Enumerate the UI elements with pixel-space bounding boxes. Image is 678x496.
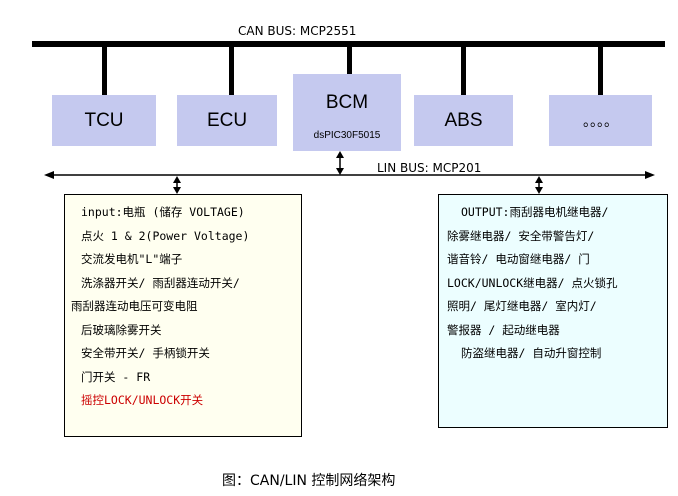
input-panel: input:电瓶 (储存 VOLTAGE) 点火 1 & 2(Power Vol… xyxy=(64,194,302,437)
can-bus-label: CAN BUS: MCP2551 xyxy=(238,24,357,38)
lin-bus-arrow-right xyxy=(645,171,655,179)
bcm-chip-label: dsPIC30F5015 xyxy=(313,130,381,141)
other-nodes-label: 。。。。 xyxy=(583,112,618,129)
abs-node: ABS xyxy=(414,95,513,146)
input-lin-arrow-down xyxy=(173,187,181,194)
output-line: OUTPUT:雨刮器电机继电器/ xyxy=(461,205,609,219)
tcu-can-stub xyxy=(102,46,107,95)
input-line: 洗涤器开关/ 雨刮器连动开关/ xyxy=(81,275,240,290)
other-can-stub xyxy=(598,46,603,95)
input-line: 点火 1 & 2(Power Voltage) xyxy=(81,228,250,243)
abs-can-stub xyxy=(461,46,466,95)
can-bus-line xyxy=(32,41,665,47)
ecu-can-stub xyxy=(229,46,234,95)
bcm-lin-arrow-down xyxy=(336,168,344,175)
abs-label: ABS xyxy=(444,109,483,131)
output-line: LOCK/UNLOCK继电器/ 点火锁孔 xyxy=(447,275,618,290)
tcu-node: TCU xyxy=(52,95,156,146)
lin-bus-arrow-left xyxy=(44,171,54,179)
bcm-lin-arrow-up xyxy=(336,151,344,158)
ecu-node: ECU xyxy=(177,95,277,146)
output-line: 防盗继电器/ 自动升窗控制 xyxy=(461,346,602,360)
input-line: 雨刮器连动电压可变电阻 xyxy=(71,299,198,313)
output-line: 警报器 / 起动继电器 xyxy=(447,322,560,337)
diagram-caption: 图：CAN/LIN 控制网络架构 xyxy=(222,473,396,489)
input-line: 门开关 - FR xyxy=(81,369,151,384)
input-line-highlight: 摇控LOCK/UNLOCK开关 xyxy=(81,393,204,407)
input-line: 安全带开关/ 手柄锁开关 xyxy=(81,346,210,360)
output-lin-arrow-up xyxy=(535,176,543,183)
input-line: 后玻璃除雾开关 xyxy=(81,322,162,337)
output-line: 除雾继电器/ 安全带警告灯/ xyxy=(447,228,595,243)
bcm-node: BCM dsPIC30F5015 xyxy=(293,74,401,151)
ecu-label: ECU xyxy=(206,109,248,131)
input-lin-arrow-up xyxy=(173,176,181,183)
tcu-label: TCU xyxy=(84,109,124,131)
output-line: 照明/ 尾灯继电器/ 室内灯/ xyxy=(447,299,597,313)
output-panel: OUTPUT:雨刮器电机继电器/ 除雾继电器/ 安全带警告灯/ 谐音铃/ 电动窗… xyxy=(438,194,668,428)
output-line: 谐音铃/ 电动窗继电器/ 门 xyxy=(447,252,590,266)
lin-bus-label: LIN BUS: MCP201 xyxy=(377,161,482,175)
output-lin-arrow-down xyxy=(535,187,543,194)
bcm-label: BCM xyxy=(325,92,369,113)
input-line: 交流发电机"L"端子 xyxy=(81,252,183,266)
input-line: input:电瓶 (储存 VOLTAGE) xyxy=(81,205,245,219)
bcm-can-stub xyxy=(347,46,352,74)
other-nodes: 。。。。 xyxy=(549,95,652,146)
